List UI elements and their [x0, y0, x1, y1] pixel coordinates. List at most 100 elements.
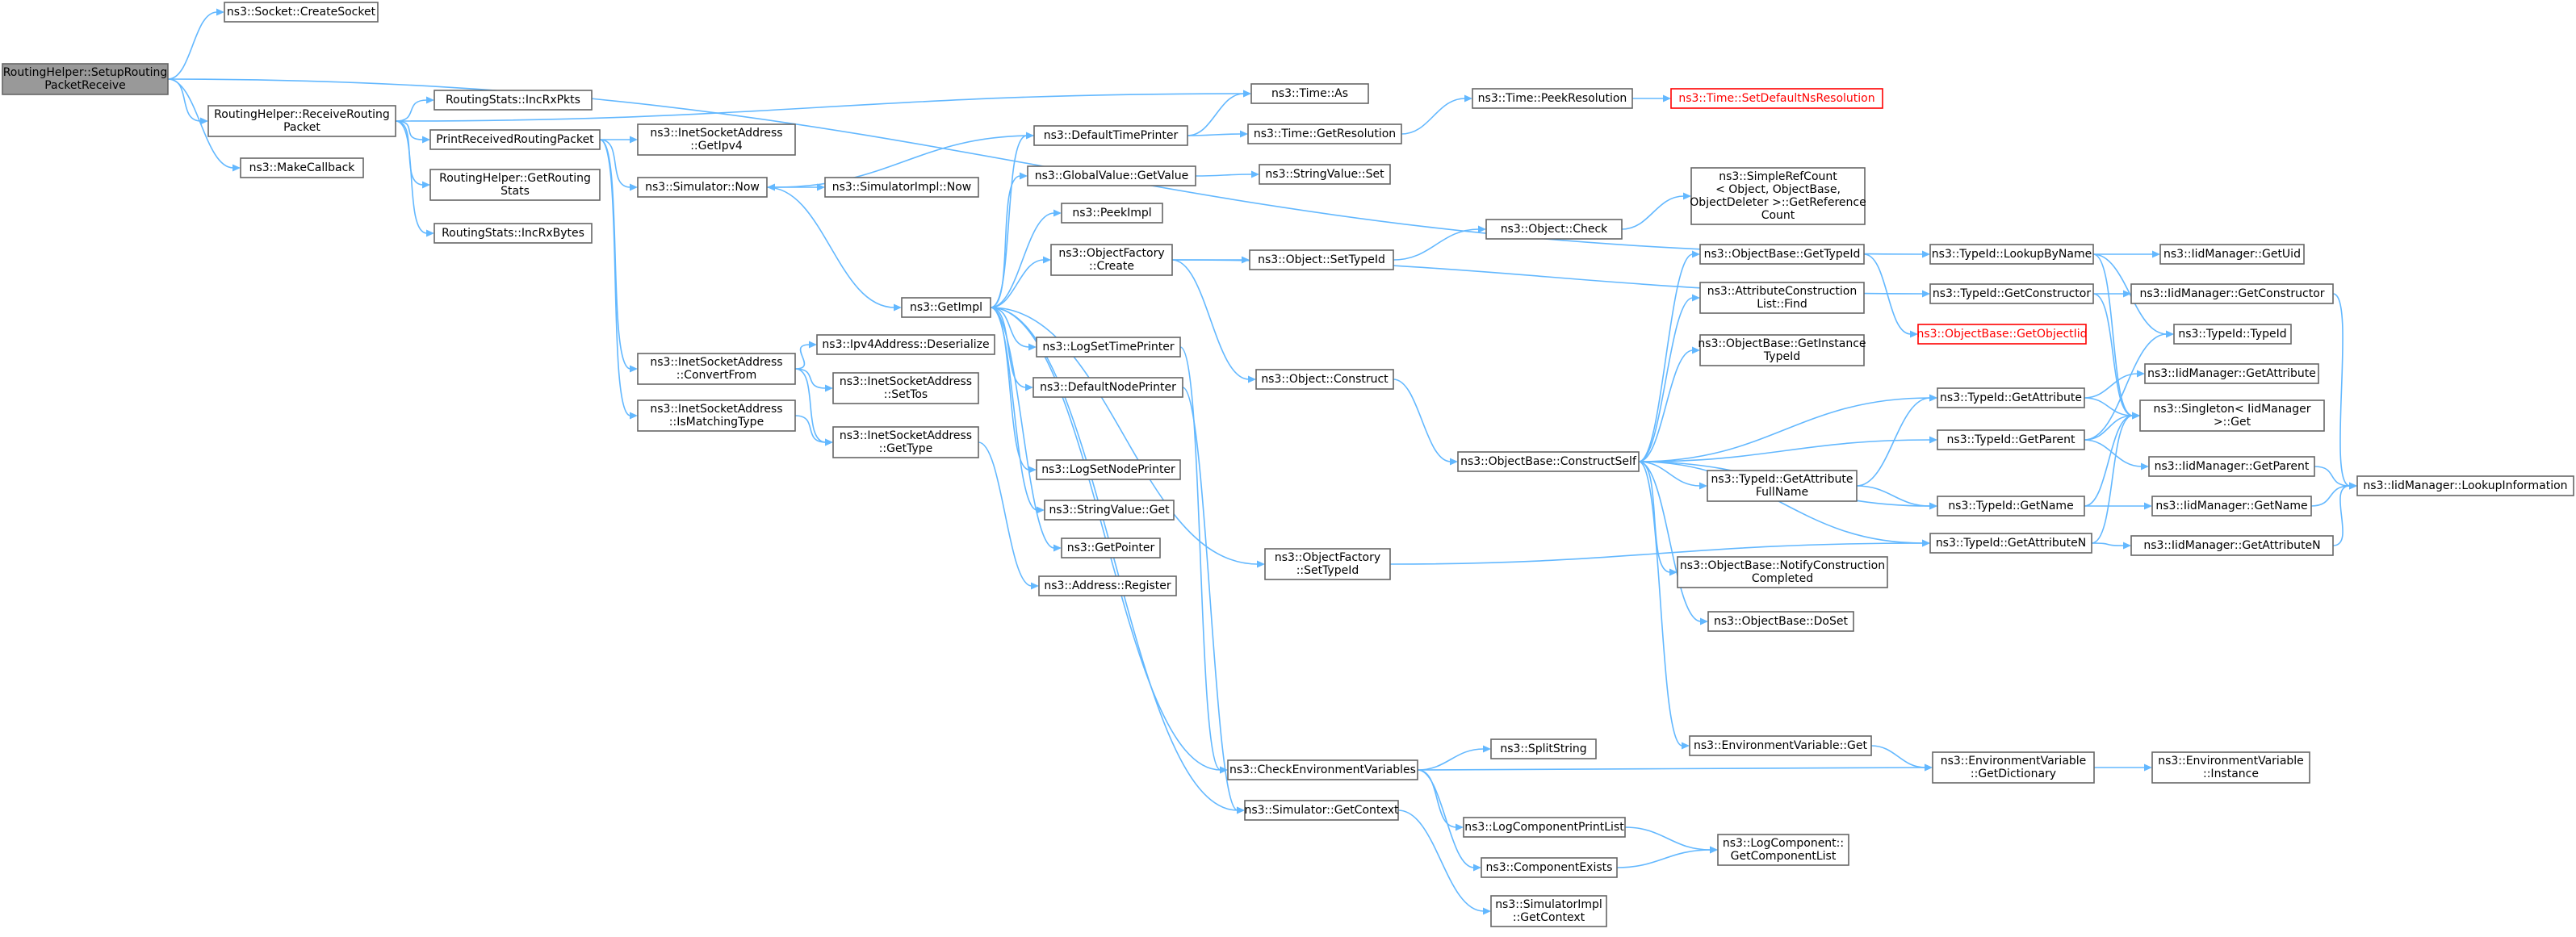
- node-ns3-logsetnodeprinter[interactable]: ns3::LogSetNodePrinter: [1036, 459, 1181, 480]
- node-ns3-inetsocketaddress-ismatchingtype[interactable]: ns3::InetSocketAddress::IsMatchingType: [637, 399, 796, 432]
- node-ns3-iidmanager-getuid[interactable]: ns3::IidManager::GetUid: [2159, 244, 2305, 265]
- node-ns3-splitstring[interactable]: ns3::SplitString: [1490, 738, 1597, 759]
- node-ns3-makecallback[interactable]: ns3::MakeCallback: [240, 157, 364, 178]
- node-ns3-object-settypeid[interactable]: ns3::Object::SetTypeId: [1249, 249, 1394, 270]
- node-ns3-componentexists[interactable]: ns3::ComponentExists: [1481, 857, 1618, 878]
- node-ns3-inetsocketaddress-gettype[interactable]: ns3::InetSocketAddress::GetType: [832, 426, 979, 458]
- node-box: [1463, 817, 1626, 838]
- node-ns3-typeid-getparent[interactable]: ns3::TypeId::GetParent: [1937, 429, 2085, 450]
- node-ns3-objectbase-notifyconstruction-completed[interactable]: ns3::ObjectBase::NotifyConstructionCompl…: [1677, 556, 1888, 588]
- node-ns3-iidmanager-getconstructor[interactable]: ns3::IidManager::GetConstructor: [2130, 283, 2334, 304]
- node-ns3-objectfactory-create[interactable]: ns3::ObjectFactory::Create: [1050, 244, 1173, 276]
- node-ns3-typeid-getname[interactable]: ns3::TypeId::GetName: [1937, 496, 2085, 517]
- arrowhead: [1237, 806, 1245, 814]
- node-label-line: ns3::AttributeConstruction: [1707, 285, 1857, 298]
- node-ns3-environmentvariable-getdictionary[interactable]: ns3::EnvironmentVariable::GetDictionary: [1932, 751, 2095, 784]
- node-ns3-logcomponent-getcomponentlist[interactable]: ns3::LogComponent::GetComponentList: [1717, 834, 1849, 866]
- node-ns3-time-setdefaultnsresolution[interactable]: ns3::Time::SetDefaultNsResolution: [1670, 88, 1883, 109]
- arrowhead: [2141, 462, 2149, 471]
- node-ns3-simulator-now[interactable]: ns3::Simulator::Now: [637, 177, 768, 198]
- node-ns3-simulatorimpl-now[interactable]: ns3::SimulatorImpl::Now: [824, 177, 979, 198]
- node-ns3-iidmanager-getattributen[interactable]: ns3::IidManager::GetAttributeN: [2130, 535, 2334, 556]
- node-ns3-logcomponentprintlist[interactable]: ns3::LogComponentPrintList: [1463, 817, 1626, 838]
- node-ns3-singleton-iidmanager-get[interactable]: ns3::Singleton< IidManager>::Get: [2139, 399, 2325, 432]
- node-ns3-objectfactory-settypeid[interactable]: ns3::ObjectFactory::SetTypeId: [1264, 548, 1391, 580]
- edge-n17-n20: [990, 175, 1021, 308]
- node-ns3-address-register[interactable]: ns3::Address::Register: [1038, 575, 1177, 596]
- edge-n2-n4: [395, 99, 428, 122]
- node-box: [1247, 123, 1402, 144]
- node-ns3-objectbase-constructself[interactable]: ns3::ObjectBase::ConstructSelf: [1457, 451, 1640, 472]
- node-ns3-logsettimeprinter[interactable]: ns3::LogSetTimePrinter: [1036, 337, 1181, 358]
- node-label-line: ns3::TypeId::GetAttribute: [1940, 391, 2082, 404]
- node-ns3-stringvalue-set[interactable]: ns3::StringValue::Set: [1259, 164, 1391, 185]
- node-ns3-socket-createsocket[interactable]: ns3::Socket::CreateSocket: [224, 2, 379, 23]
- node-ns3-objectbase-gettypeid[interactable]: ns3::ObjectBase::GetTypeId: [1699, 244, 1865, 265]
- node-ns3-inetsocketaddress-settos[interactable]: ns3::InetSocketAddress::SetTos: [832, 372, 979, 404]
- node-ns3-typeid-getconstructor[interactable]: ns3::TypeId::GetConstructor: [1929, 283, 2094, 304]
- node-ns3-defaultnodeprinter[interactable]: ns3::DefaultNodePrinter: [1032, 377, 1183, 398]
- node-ns3-time-getresolution[interactable]: ns3::Time::GetResolution: [1247, 123, 1402, 144]
- node-ns3-getimpl[interactable]: ns3::GetImpl: [901, 297, 991, 318]
- node-ns3-objectbase-doset[interactable]: ns3::ObjectBase::DoSet: [1707, 611, 1854, 632]
- node-label-line: ns3::Object::Check: [1501, 223, 1608, 236]
- node-label-line: PacketReceive: [44, 79, 126, 92]
- node-ns3-defaulttimeprinter[interactable]: ns3::DefaultTimePrinter: [1033, 125, 1188, 146]
- node-routingstats-incrxpkts[interactable]: RoutingStats::IncRxPkts: [434, 90, 593, 111]
- node-ns3-peekimpl[interactable]: ns3::PeekImpl: [1061, 203, 1163, 224]
- arrowhead: [1053, 544, 1062, 552]
- arrowhead: [422, 181, 430, 189]
- node-box: [429, 169, 601, 201]
- edge-n2-n7: [395, 120, 428, 234]
- node-ns3-iidmanager-getparent[interactable]: ns3::IidManager::GetParent: [2148, 456, 2315, 477]
- node-routingstats-incrxbytes[interactable]: RoutingStats::IncRxBytes: [434, 223, 593, 244]
- node-label-line: Packet: [283, 121, 320, 134]
- node-ns3-iidmanager-getattribute[interactable]: ns3::IidManager::GetAttribute: [2144, 363, 2319, 384]
- node-box: [2159, 244, 2305, 265]
- node-ns3-getpointer[interactable]: ns3::GetPointer: [1061, 538, 1161, 558]
- node-ns3-inetsocketaddress-getipv4[interactable]: ns3::InetSocketAddress::GetIpv4: [637, 123, 796, 156]
- node-ns3-object-check[interactable]: ns3::Object::Check: [1485, 219, 1623, 240]
- node-ns3-objectbase-getobjectiid[interactable]: ns3::ObjectBase::GetObjectIid: [1916, 324, 2088, 345]
- edge-n22-n35: [1171, 259, 1250, 380]
- node-ns3-stringvalue-get[interactable]: ns3::StringValue::Get: [1044, 500, 1175, 521]
- node-ns3-environmentvariable-get[interactable]: ns3::EnvironmentVariable::Get: [1689, 735, 1872, 756]
- edge-n58-n63: [2084, 333, 2168, 441]
- arrowhead: [1026, 132, 1034, 140]
- node-ns3-ipv4address-deserialize[interactable]: ns3::Ipv4Address::Deserialize: [816, 334, 995, 355]
- node-ns3-iidmanager-lookupinformation[interactable]: ns3::IidManager::LookupInformation: [2356, 475, 2574, 496]
- arrowhead: [1028, 466, 1037, 474]
- node-ns3-typeid-getattribute[interactable]: ns3::TypeId::GetAttribute: [1937, 387, 2085, 408]
- edge-n60-n68: [2091, 542, 2125, 546]
- node-ns3-object-construct[interactable]: ns3::Object::Construct: [1255, 369, 1394, 390]
- node-ns3-typeid-typeid[interactable]: ns3::TypeId::TypeId: [2173, 324, 2292, 345]
- arrowhead: [2144, 502, 2152, 510]
- node-label-line: ns3::IidManager::GetParent: [2155, 460, 2310, 473]
- node-box: [1457, 451, 1640, 472]
- node-label-line: ns3::SimpleRefCount: [1719, 170, 1837, 183]
- node-ns3-time-peekresolution[interactable]: ns3::Time::PeekResolution: [1472, 88, 1633, 109]
- node-label-line: ns3::Time::As: [1271, 87, 1348, 100]
- edge-n67-n69: [2310, 485, 2351, 507]
- node-ns3-time-as[interactable]: ns3::Time::As: [1250, 83, 1369, 104]
- node-ns3-environmentvariable-instance[interactable]: ns3::EnvironmentVariable::Instance: [2151, 751, 2310, 784]
- node-ns3-simulatorimpl-getcontext[interactable]: ns3::SimulatorImpl::GetContext: [1490, 895, 1607, 927]
- node-ns3-globalvalue-getvalue[interactable]: ns3::GlobalValue::GetValue: [1027, 165, 1196, 186]
- node-ns3-iidmanager-getname[interactable]: ns3::IidManager::GetName: [2151, 496, 2312, 517]
- arrowhead: [1240, 130, 1248, 138]
- node-box: [1472, 88, 1633, 109]
- node-ns3-simulator-getcontext[interactable]: ns3::Simulator::GetContext: [1244, 800, 1399, 821]
- node-ns3-inetsocketaddress-convertfrom[interactable]: ns3::InetSocketAddress::ConvertFrom: [637, 353, 796, 385]
- node-ns3-typeid-getattributen[interactable]: ns3::TypeId::GetAttributeN: [1929, 533, 2092, 554]
- node-ns3-simplerefcount-object-objectbase-objectdeleter-getreference-count[interactable]: ns3::SimpleRefCount< Object, ObjectBase,…: [1690, 167, 1866, 225]
- node-ns3-typeid-lookupbyname[interactable]: ns3::TypeId::LookupByName: [1929, 244, 2094, 265]
- node-ns3-checkenvironmentvariables[interactable]: ns3::CheckEnvironmentVariables: [1227, 759, 1418, 780]
- node-printreceivedroutingpacket[interactable]: PrintReceivedRoutingPacket: [429, 129, 601, 150]
- node-box: [1699, 282, 1865, 314]
